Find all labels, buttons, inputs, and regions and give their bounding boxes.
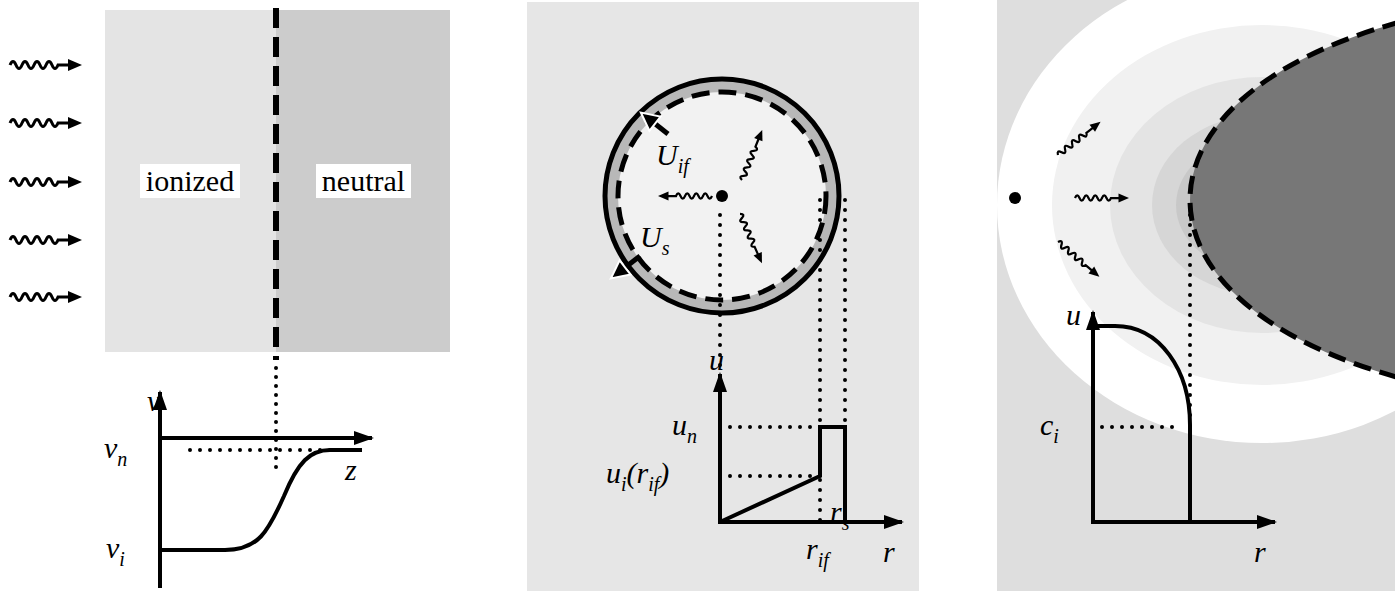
value-label: un [672,410,697,440]
value-label: vn [104,433,127,463]
region-band: neutral [277,10,450,352]
radius-label: rif [806,534,829,564]
axis-label: r [1254,537,1266,567]
velocity-label: Us [640,222,669,252]
axis-label: u [1066,300,1081,330]
value-label: ui(rif) [606,458,669,488]
region-band: ionized [105,10,275,352]
velocity-label: Uif [656,140,689,170]
axis-label: u [709,345,724,375]
axis-label: v [147,386,160,416]
radius-label: rs [830,497,849,527]
value-label: vi [106,533,125,563]
region-label: ionized [140,164,240,199]
value-label: ci [1040,410,1059,440]
axis-label: z [345,455,357,485]
axis-label: r [883,537,895,567]
region-label: neutral [316,164,411,199]
